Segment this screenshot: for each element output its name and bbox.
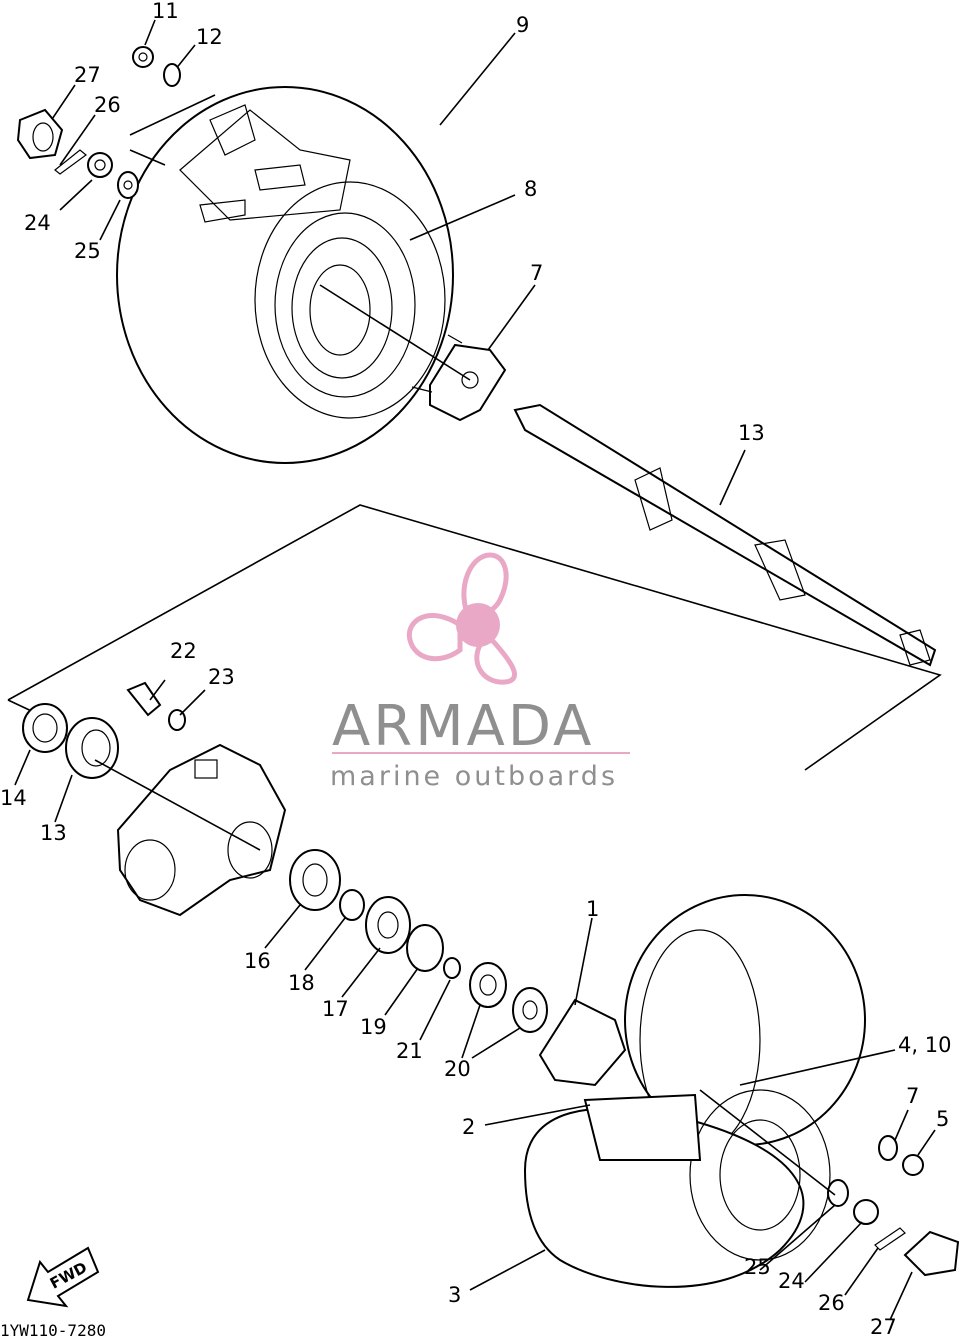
callout-24-upper: 24 (24, 211, 51, 235)
drawing-code: 1YW110-7280 (0, 1321, 106, 1339)
callout-12: 12 (196, 25, 223, 49)
callout-7: 7 (530, 261, 543, 285)
hub-7 (411, 334, 507, 422)
watermark-brand: ARMADA (332, 694, 594, 759)
callout-15: 14 (0, 786, 27, 810)
cotter-pin-26-lower (874, 1227, 906, 1251)
callout-11: 11 (152, 0, 179, 23)
callout-5: 5 (936, 1107, 949, 1131)
washer-25-lower (827, 1179, 849, 1207)
propeller-logo-icon (406, 552, 517, 685)
o-ring-21 (443, 957, 461, 979)
upper-leader-lines (37, 19, 746, 506)
callout-21: 21 (396, 1039, 423, 1063)
callout-13: 13 (738, 421, 765, 445)
nut-5 (902, 1154, 924, 1176)
nut-20b (512, 987, 548, 1033)
bearing-14 (65, 717, 119, 779)
cap-27-lower (903, 1230, 960, 1277)
lower-leader-lines (14, 679, 936, 1321)
seal-19 (406, 924, 444, 972)
callout-18: 18 (288, 971, 315, 995)
fwd-arrow: FWD (26, 1246, 100, 1308)
armada-watermark: ARMADA marine outboards (330, 552, 630, 792)
nut-24-upper (87, 152, 113, 178)
callout-6: 7 (906, 1084, 919, 1108)
callout-25-upper: 25 (74, 239, 101, 263)
seal-16 (289, 849, 341, 911)
cap-27-upper (16, 108, 64, 160)
washer-25-upper (117, 171, 139, 199)
bearing-17 (365, 896, 411, 954)
upper-tire-9 (116, 86, 454, 464)
knuckle-housing (116, 743, 287, 917)
callout-27-upper: 27 (74, 63, 101, 87)
brake-plate-2 (583, 1093, 702, 1161)
callout-25-lower: 25 (744, 1255, 771, 1279)
seal-15 (22, 703, 68, 753)
callout-14: 13 (40, 821, 67, 845)
washer-6 (878, 1135, 898, 1161)
rim-8 (309, 264, 371, 356)
collar-18 (339, 889, 365, 921)
callout-20: 20 (444, 1057, 471, 1081)
lower-hub-1 (538, 998, 627, 1087)
nut-20a (469, 962, 507, 1008)
callout-23: 23 (208, 665, 235, 689)
callout-16: 16 (244, 949, 271, 973)
callout-4-10: 4, 10 (898, 1033, 951, 1057)
callout-22: 22 (170, 639, 197, 663)
callout-17: 17 (322, 997, 349, 1021)
callout-3: 3 (448, 1283, 461, 1307)
callout-8: 8 (524, 177, 537, 201)
callout-26-lower: 26 (818, 1291, 845, 1315)
callout-24-lower: 24 (778, 1269, 805, 1293)
fitting-22 (126, 681, 162, 717)
nut-24-lower (853, 1199, 879, 1225)
watermark-tagline: marine outboards (330, 761, 618, 792)
nut-11 (132, 46, 154, 68)
cotter-pin-26-upper (54, 149, 87, 175)
axle-shaft-13 (513, 403, 937, 667)
callout-19: 19 (360, 1015, 387, 1039)
callout-1: 1 (586, 897, 599, 921)
callout-26-upper: 26 (94, 93, 121, 117)
callout-27-lower: 27 (870, 1315, 897, 1339)
callout-2: 2 (462, 1115, 475, 1139)
callout-9: 9 (516, 13, 529, 37)
washer-12 (163, 63, 181, 87)
